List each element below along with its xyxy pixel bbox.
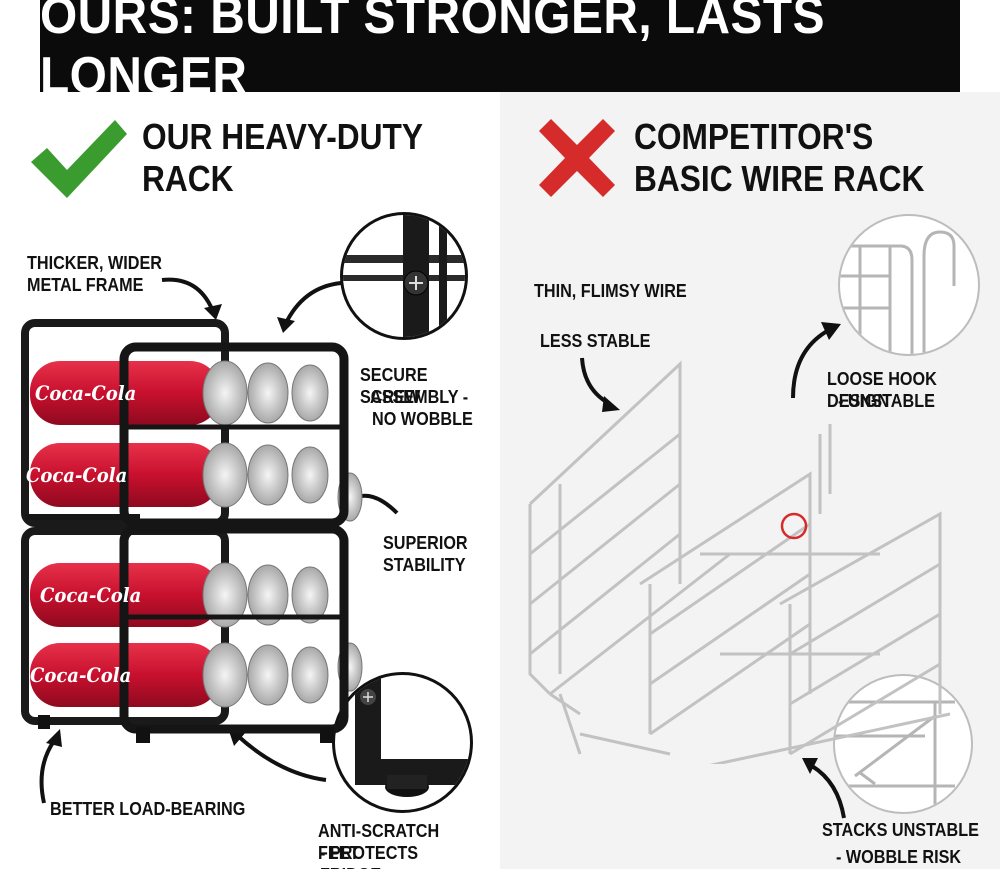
- cross-icon: [539, 119, 615, 197]
- competitor-panel: COMPETITOR'S BASIC WIRE RACK THIN, FLIMS…: [500, 92, 1000, 869]
- check-icon: [31, 120, 127, 198]
- arrow-screw: [277, 281, 342, 333]
- feet-detail-circle: [332, 672, 473, 813]
- ours-heading-line1: OUR HEAVY-DUTY: [142, 116, 424, 157]
- arrow-frame: [161, 277, 222, 320]
- hook-detail-circle: [838, 214, 980, 356]
- stacks-label-line2: - WOBBLE RISK: [836, 847, 962, 867]
- arrow-load: [39, 729, 62, 804]
- screw-label-line2: ASSEMBLY -: [370, 387, 469, 407]
- screw-detail-circle: [340, 212, 468, 340]
- arrow-hook: [791, 322, 841, 399]
- feet-detail-illustration: [355, 675, 470, 797]
- frame-label-line1: THICKER, WIDER: [27, 253, 162, 273]
- screw-label-line1: SECURE SCREW: [360, 365, 428, 407]
- stable-label: LESS STABLE: [540, 331, 651, 351]
- banner-title: OURS: BUILT STRONGER, LASTS LONGER: [40, 0, 960, 105]
- feet-label-line1: ANTI-SCRATCH FEET: [318, 821, 440, 863]
- stacks-detail-circle: [833, 674, 973, 814]
- arrow-stacks: [802, 758, 846, 819]
- ours-heading-line2: RACK: [142, 158, 234, 199]
- stability-label-line2: STABILITY: [383, 555, 466, 575]
- competitor-heading-line2: BASIC WIRE RACK: [634, 158, 925, 199]
- stacks-label-line1: STACKS UNSTABLE: [822, 820, 979, 840]
- can-brand-2: Coca-Cola: [26, 463, 128, 487]
- stacks-detail-illustration: [835, 700, 955, 812]
- wire-rack-illustration: [528, 360, 951, 764]
- load-label: BETTER LOAD-BEARING: [50, 799, 246, 819]
- screw-label-line3: NO WOBBLE: [372, 409, 473, 429]
- can-brand-1: Coca-Cola: [35, 381, 137, 405]
- ours-panel: OUR HEAVY-DUTY RACK THICKER, WIDER METAL…: [0, 92, 500, 869]
- screw-detail-illustration: [343, 215, 465, 337]
- can-brand-4: Coca-Cola: [30, 663, 132, 687]
- heavy-duty-rack-illustration: [21, 319, 363, 743]
- stability-label-line1: SUPERIOR: [383, 533, 468, 553]
- can-brand-3: Coca-Cola: [40, 583, 142, 607]
- competitor-heading-line1: COMPETITOR'S: [634, 116, 874, 157]
- hook-detail-illustration: [840, 230, 956, 354]
- frame-label-line2: METAL FRAME: [27, 275, 144, 295]
- hook-label-line1: LOOSE HOOK DESIGN: [827, 369, 937, 411]
- arrow-less-stable: [580, 357, 620, 412]
- feet-label-line2: - PROTECTS FRIDGE: [320, 843, 419, 869]
- wire-label: THIN, FLIMSY WIRE: [534, 281, 687, 301]
- hook-label-line2: - UNSTABLE: [838, 391, 935, 411]
